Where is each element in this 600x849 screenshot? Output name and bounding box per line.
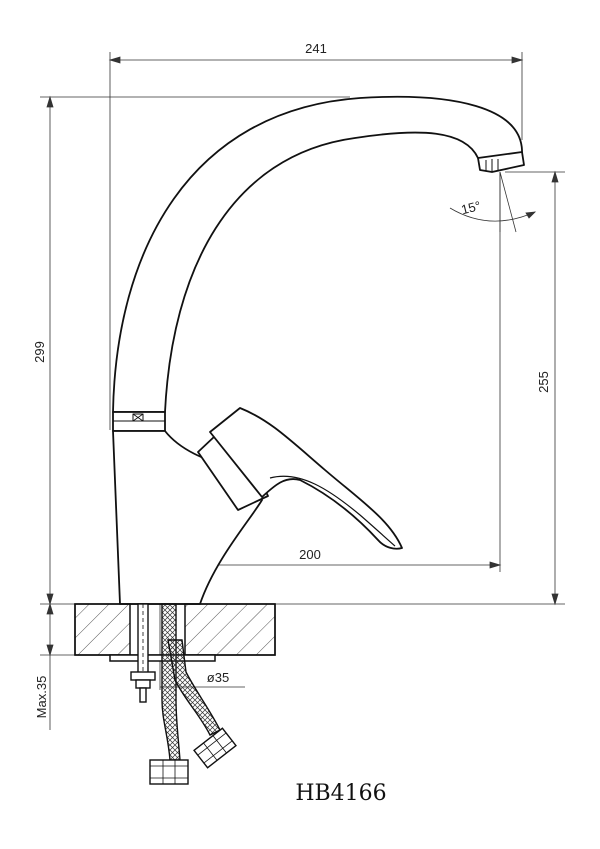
hose-nut-right xyxy=(193,727,237,769)
spout xyxy=(112,95,523,413)
hose-nut-left xyxy=(149,759,189,785)
dim-max-thickness: Max.35 xyxy=(34,676,49,719)
aerator xyxy=(477,151,525,173)
dim-spout-reach: 200 xyxy=(299,547,321,562)
model-code: HB4166 xyxy=(295,781,386,806)
dim-spout-angle: 15° xyxy=(460,198,483,217)
mounting-hardware xyxy=(130,603,237,785)
dim-spout-height: 255 xyxy=(536,371,551,393)
dim-height-total: 299 xyxy=(32,341,47,363)
dim-width-total: 241 xyxy=(305,41,327,56)
faucet-body xyxy=(112,95,525,605)
dim-hole-diameter: ø35 xyxy=(207,670,229,685)
lever-handle xyxy=(209,407,403,550)
countertop-section xyxy=(74,603,276,662)
